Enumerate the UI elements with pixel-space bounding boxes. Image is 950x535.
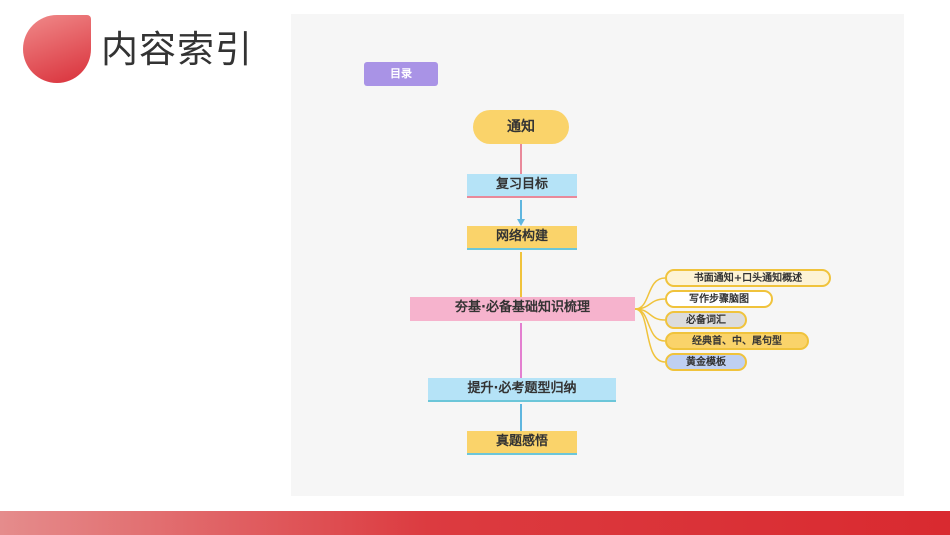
node-question-types: 提升·必考题型归纳: [428, 378, 616, 402]
arrow-head: [517, 219, 525, 226]
node-notice: 通知: [473, 110, 569, 144]
branch-line-5: [634, 308, 666, 363]
node-basic-knowledge: 夯基·必备基础知识梳理: [410, 297, 635, 321]
page-title: 内容索引: [101, 28, 253, 71]
bottom-bar: [0, 511, 950, 535]
connector-lines: [517, 144, 666, 431]
node-real-exam: 真题感悟: [467, 431, 577, 455]
branch-golden-template: 黄金模板: [665, 353, 747, 371]
node-network: 网络构建: [467, 226, 577, 250]
branch-writing-steps: 写作步骤脑图: [665, 290, 773, 308]
branch-overview: 书面通知+口头通知概述: [665, 269, 831, 287]
branch-sentence-patterns: 经典首、中、尾句型: [665, 332, 809, 350]
node-review-goal: 复习目标: [467, 174, 577, 198]
branch-vocabulary: 必备词汇: [665, 311, 747, 329]
diagram-panel: 目录 通知 复习目标 网络构建 夯基·必备基础知识梳理 提升·必考题型归纳 真题…: [291, 14, 904, 496]
title-decoration: [23, 15, 91, 83]
toc-badge: 目录: [364, 62, 438, 86]
